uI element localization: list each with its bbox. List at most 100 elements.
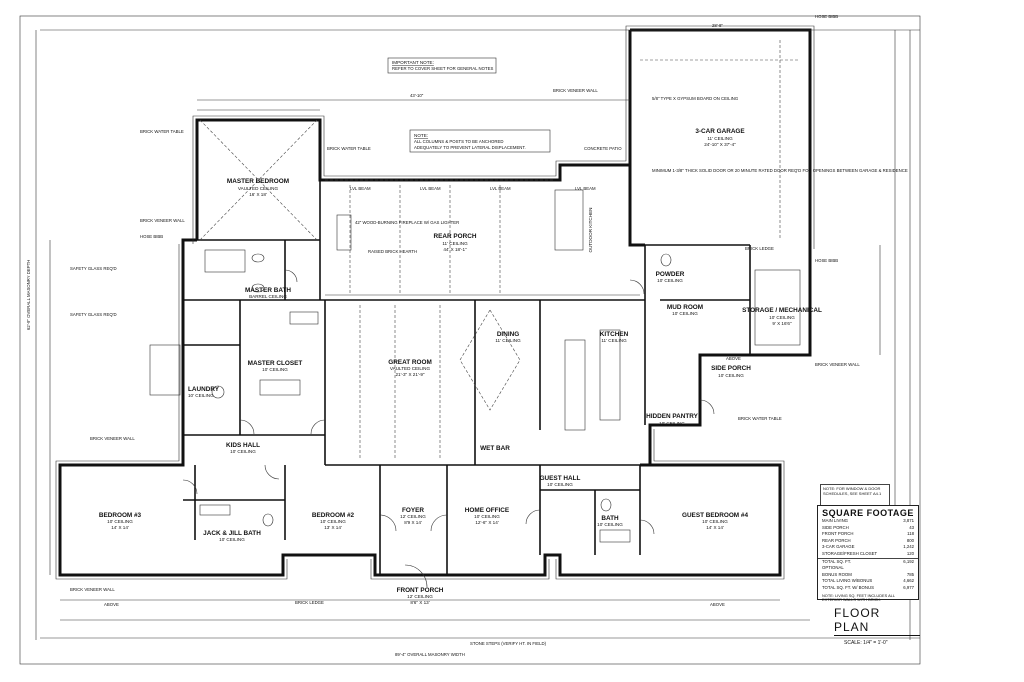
brick-veneer-wall-left: BRICK VENEER WALL <box>140 218 185 223</box>
row-label: FRONT PORCH <box>822 531 854 537</box>
guest-hall-label: GUEST HALL <box>540 475 581 482</box>
safety-glass-note-2: SAFETY GLASS REQ'D <box>70 312 117 317</box>
master-closet-ceiling: 10' CEILING <box>262 367 288 372</box>
garage-dimension: 28'-8" <box>712 23 723 28</box>
hose-bibb-left: HOSE BIBB <box>140 234 163 239</box>
square-footage-note: NOTE: LIVING SQ. FEET INCLUDES ALL EXTER… <box>822 592 895 603</box>
front-porch-ceiling: 12' CEILING <box>407 594 433 599</box>
guest-hall-ceiling: 10' CEILING <box>547 482 573 487</box>
garage-ceiling: 11' CEILING <box>707 136 733 141</box>
guest-bedroom-ceiling: 10' CEILING <box>702 519 728 524</box>
bedroom-3-ceiling: 10' CEILING <box>107 519 133 524</box>
column-note-line-2: ADEQUATELY TO PREVENT LATERAL DISPLACEME… <box>414 145 526 150</box>
sheet-scale: SCALE: 1/4" = 1'-0" <box>844 640 888 646</box>
row-label: STORAGE/FRESH CLOSET <box>822 550 878 556</box>
row-label: TOTAL SQ. FT. <box>822 558 852 564</box>
foyer-ceiling: 12' CEILING <box>400 514 426 519</box>
row-value: 800 <box>906 537 914 543</box>
bedroom-2-label: BEDROOM #2 <box>312 512 355 519</box>
raised-hearth-note: RAISED BRICK HEARTH <box>368 249 417 254</box>
jack-jill-label: JACK & JILL BATH <box>203 530 261 537</box>
home-office-label: HOME OFFICE <box>465 507 510 514</box>
foyer-label: FOYER <box>402 507 424 514</box>
kids-hall-ceiling: 10' CEILING <box>230 449 256 454</box>
hose-bibb-top: HOSE BIBB <box>815 14 838 19</box>
lvl-beam-1: LVL BEAM <box>350 186 371 191</box>
brick-veneer-wall-bottom: BRICK VENEER WALL <box>70 587 115 592</box>
row-value: 43 <box>909 524 914 530</box>
square-footage-row: REAR PORCH 800 <box>818 538 918 545</box>
guest-bath-ceiling: 10' CEILING <box>597 522 623 527</box>
square-footage-title: SQUARE FOOTAGE <box>822 508 914 518</box>
hidden-pantry-label: HIDDEN PANTRY <box>646 413 699 420</box>
sheet-border <box>19 15 921 665</box>
gyp-board-note: 5/8" TYPE X GYPSUM BOARD ON CEILING <box>652 96 739 101</box>
brick-ledge-right: BRICK LEDGE <box>745 246 774 251</box>
row-value: 118 <box>907 531 914 537</box>
guest-bedroom-size: 14' X 14' <box>706 525 724 530</box>
jack-jill-ceiling: 10' CEILING <box>219 537 245 542</box>
mud-room-ceiling: 10' CEILING <box>672 311 698 316</box>
storage-label: STORAGE / MECHANICAL <box>742 307 822 314</box>
master-bath-label: MASTER BATH <box>245 287 291 294</box>
kids-hall-label: KIDS HALL <box>226 442 260 449</box>
stone-steps-note: STONE STEPS (VERIFY HT. IN FIELD) <box>470 641 547 646</box>
brick-water-table-right: BRICK WATER TABLE <box>738 416 782 421</box>
column-note-heading: NOTE: <box>414 133 428 138</box>
hose-bibb-right: HOSE BIBB <box>815 258 838 263</box>
interior-walls <box>183 180 751 575</box>
home-office-ceiling: 10' CEILING <box>474 514 500 519</box>
exterior-walls <box>58 28 812 577</box>
hidden-pantry-ceiling: 10' CEILING <box>659 421 685 426</box>
bedroom-2-ceiling: 10' CEILING <box>320 519 346 524</box>
mud-room-label: MUD ROOM <box>667 304 703 311</box>
sheet-title: FLOOR PLAN <box>834 606 920 636</box>
great-room-size: 21'-3" X 21'-9" <box>395 372 424 377</box>
laundry-label: LAUNDRY <box>188 386 220 393</box>
rear-porch-label: REAR PORCH <box>434 233 477 240</box>
beams-dashed <box>199 40 800 460</box>
master-closet-label: MASTER CLOSET <box>248 360 303 367</box>
brick-veneer-wall-right: BRICK VENEER WALL <box>815 362 860 367</box>
master-bedroom-ceiling: VAULTED CEILING <box>238 186 279 191</box>
brick-water-table-left: BRICK WATER TABLE <box>140 129 184 134</box>
dimension-lines <box>35 29 920 640</box>
great-room-ceiling: VAULTED CEILING <box>390 366 431 371</box>
row-label: MAIN LIVING <box>822 518 849 523</box>
kitchen-ceiling: 11' CEILING <box>601 338 627 343</box>
row-value: 6,192 <box>903 558 914 564</box>
home-office-size: 12'-6" X 14' <box>475 520 498 525</box>
lvl-beam-3: LVL BEAM <box>490 186 511 191</box>
row-label: REAR PORCH <box>822 537 851 543</box>
brick-water-table-top: BRICK WATER TABLE <box>327 146 371 151</box>
kitchen-label: KITCHEN <box>600 331 629 338</box>
front-porch-size: 8'6" X 13' <box>410 600 429 605</box>
powder-label: POWDER <box>656 271 685 278</box>
above-left: ABOVE <box>104 602 119 607</box>
storage-size: 9' X 16'6" <box>772 321 792 326</box>
column-note-line-1: ALL COLUMNS & POSTS TO BE ANCHORED <box>414 139 503 144</box>
door-swings <box>182 269 715 588</box>
concrete-patio-note: CONCRETE PATIO <box>584 146 622 151</box>
above-right: ABOVE <box>710 602 725 607</box>
garage-door-note: MINIMUM 1-3/8" THICK SOLID DOOR OR 20 MI… <box>652 168 908 173</box>
row-label: 3-CAR GARAGE <box>822 544 855 550</box>
garage-size: 24'-10" X 37'-4" <box>704 142 736 147</box>
important-note-heading: IMPORTANT NOTE: <box>392 60 434 65</box>
lvl-beam-4: LVL BEAM <box>575 186 596 191</box>
above-side-porch: ABOVE <box>726 356 741 361</box>
garage-label: 3-CAR GARAGE <box>695 128 745 135</box>
annotation-labels: BRICK WATER TABLE BRICK WATER TABLE BRIC… <box>26 14 908 657</box>
master-bedroom-size: 16' X 18' <box>249 192 267 197</box>
brick-veneer-outline <box>55 25 815 580</box>
notes: IMPORTANT NOTE: REFER TO COVER SHEET FOR… <box>387 57 551 153</box>
master-bedroom-label: MASTER BEDROOM <box>227 178 289 185</box>
room-labels: MASTER BEDROOM VAULTED CEILING 16' X 18'… <box>99 128 822 605</box>
